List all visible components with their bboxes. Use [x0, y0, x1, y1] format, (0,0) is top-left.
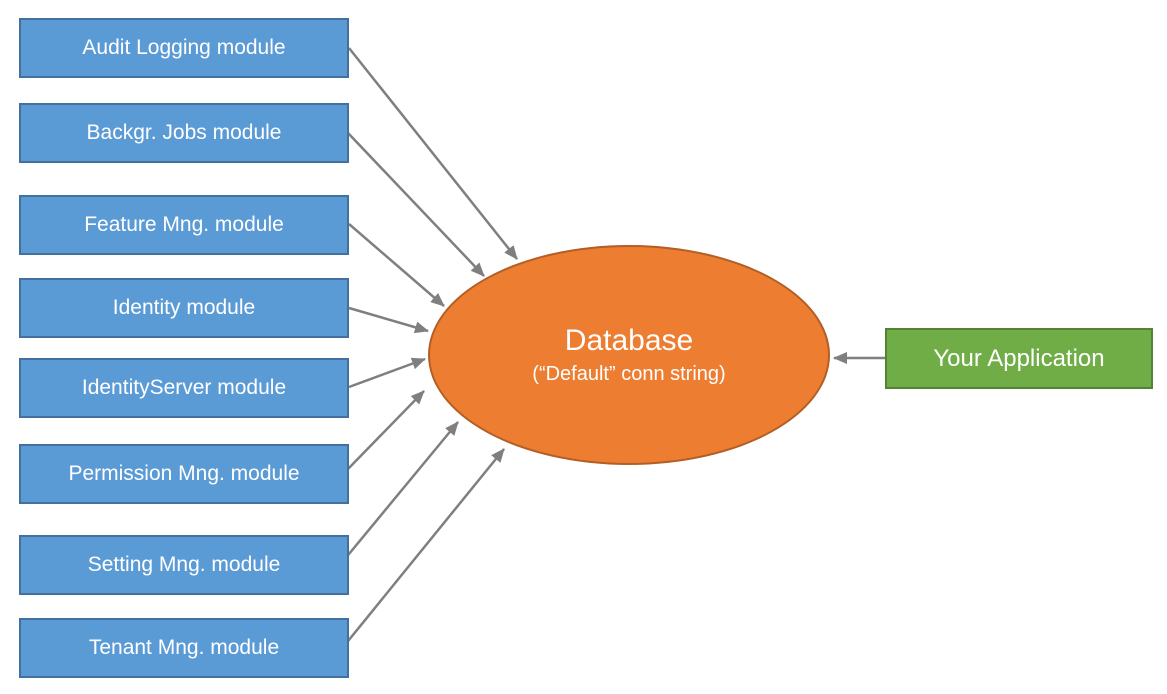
module-box-setting-mng: Setting Mng. module	[19, 535, 349, 595]
module-label: Setting Mng. module	[87, 553, 281, 576]
module-label: Feature Mng. module	[84, 213, 284, 236]
module-box-permission-mng: Permission Mng. module	[19, 444, 349, 504]
connector-arrow-backgr-jobs	[347, 132, 485, 277]
connector-arrow-identityserver	[348, 357, 426, 389]
module-box-audit-logging: Audit Logging module	[19, 18, 349, 78]
application-box: Your Application	[885, 328, 1153, 389]
module-label: Permission Mng. module	[68, 462, 300, 485]
connector-arrow-identity	[348, 306, 429, 334]
database-title: Database	[564, 324, 694, 358]
module-box-backgr-jobs: Backgr. Jobs module	[19, 103, 349, 163]
database-subtitle: (“Default” conn string)	[532, 362, 726, 385]
application-label: Your Application	[933, 344, 1105, 372]
module-box-identity: Identity module	[19, 278, 349, 338]
connector-arrow-feature-mng	[348, 223, 445, 307]
module-label: Tenant Mng. module	[88, 636, 280, 659]
module-label: Backgr. Jobs module	[86, 121, 282, 144]
module-label: Identity module	[112, 296, 256, 319]
module-box-tenant-mng: Tenant Mng. module	[19, 618, 349, 678]
connector-arrow-permission-mng	[346, 390, 425, 471]
module-label: IdentityServer module	[81, 376, 287, 399]
module-label: Audit Logging module	[82, 36, 286, 59]
connector-arrow-setting-mng	[343, 421, 459, 561]
module-box-feature-mng: Feature Mng. module	[19, 195, 349, 255]
connector-arrow-audit-logging	[348, 47, 518, 260]
database-ellipse: Database (“Default” conn string)	[428, 245, 830, 465]
connector-arrow-tenant-mng	[343, 448, 505, 647]
module-box-identityserver: IdentityServer module	[19, 358, 349, 418]
